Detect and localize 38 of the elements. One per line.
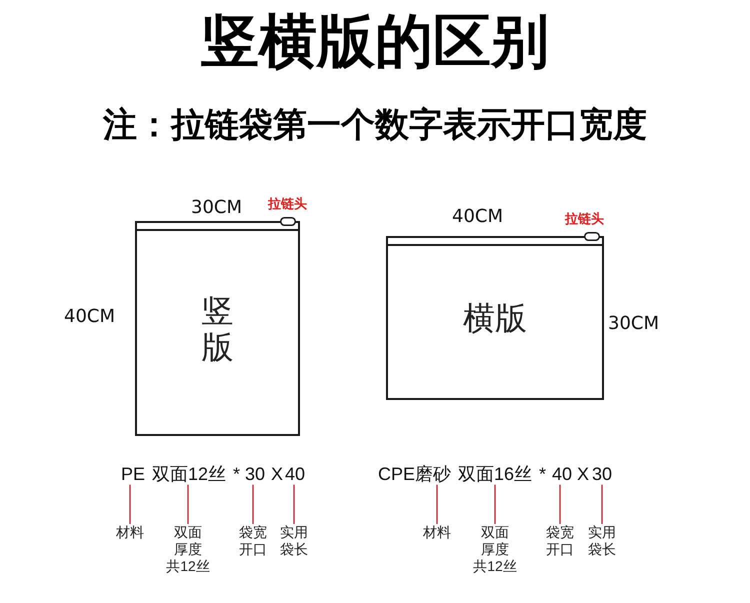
- annotation-text: 袋宽开口: [239, 524, 267, 558]
- bag-label: 竖版: [202, 292, 234, 364]
- zipper-pull-label: 拉链头: [565, 212, 604, 227]
- spec-text: CPE磨砂: [378, 464, 452, 485]
- multiply-sign: X: [577, 464, 590, 485]
- annotation-text: 双面厚度共12丝: [166, 524, 210, 575]
- leader-line: [601, 484, 603, 524]
- spec-text: 双面16丝: [458, 464, 532, 485]
- spec-text: PE: [121, 464, 146, 485]
- note-text: 注：拉链袋第一个数字表示开口宽度: [103, 106, 647, 146]
- leader-line: [129, 484, 131, 524]
- annotation-text: 实用袋长: [588, 524, 616, 558]
- title: 竖横版的区别: [201, 10, 549, 74]
- dimension-label: 40CM: [452, 207, 504, 228]
- spec-text: 30: [245, 464, 266, 485]
- spec-text: 40: [285, 464, 306, 485]
- spec-text: 30: [592, 464, 612, 485]
- leader-line: [187, 484, 189, 524]
- leader-line: [252, 484, 254, 524]
- bag-label: 横版: [463, 300, 527, 336]
- annotation-text: 双面厚度共12丝: [473, 524, 517, 575]
- leader-line: [559, 484, 561, 524]
- annotation-text: 材料: [423, 524, 451, 541]
- dimension-label: 30CM: [608, 314, 660, 335]
- multiply-sign: *: [233, 464, 240, 485]
- multiply-sign: *: [539, 464, 546, 485]
- leader-line: [436, 484, 438, 524]
- leader-line: [494, 484, 496, 524]
- spec-text: 40: [552, 464, 572, 485]
- multiply-sign: X: [271, 464, 284, 485]
- annotation-text: 实用袋长: [280, 524, 308, 558]
- spec-text: 双面12丝: [152, 464, 226, 485]
- leader-line: [293, 484, 295, 524]
- annotation-text: 袋宽开口: [546, 524, 574, 558]
- dimension-label: 30CM: [191, 198, 242, 219]
- dimension-label: 40CM: [64, 307, 116, 328]
- zipper-pull-label: 拉链头: [268, 197, 307, 212]
- annotation-text: 材料: [116, 524, 144, 541]
